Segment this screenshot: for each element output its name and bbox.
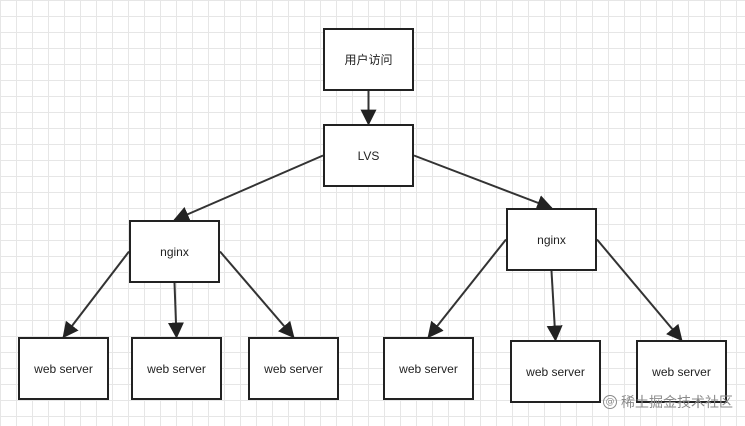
watermark-text: 稀土掘金技术社区 xyxy=(621,395,733,411)
node-web-server-right-3[interactable]: web server xyxy=(636,340,727,403)
edge-nginx_left-to-web_left_3 xyxy=(219,250,295,339)
node-nginx-right[interactable]: nginx xyxy=(506,208,597,271)
node-web-server-left-1[interactable]: web server xyxy=(18,337,109,400)
node-web-server-left-3[interactable]: web server xyxy=(248,337,339,400)
edge-lvs-to-nginx_right xyxy=(413,154,553,211)
node-web-server-right-1[interactable]: web server xyxy=(383,337,474,400)
node-web-server-right-2[interactable]: web server xyxy=(510,340,601,403)
node-user-access[interactable]: 用户访问 xyxy=(323,28,414,91)
node-lvs[interactable]: LVS xyxy=(323,124,414,187)
at-icon: @ xyxy=(603,395,617,409)
edge-lvs-to-nginx_left xyxy=(173,154,324,222)
node-web-server-left-2[interactable]: web server xyxy=(131,337,222,400)
edge-nginx_right-to-web_right_1 xyxy=(427,238,507,339)
edge-nginx_left-to-web_left_1 xyxy=(62,250,130,339)
edge-nginx_left-to-web_left_2 xyxy=(167,282,184,339)
edge-nginx_right-to-web_right_2 xyxy=(546,270,563,342)
edge-nginx_right-to-web_right_3 xyxy=(596,238,683,342)
node-nginx-left[interactable]: nginx xyxy=(129,220,220,283)
watermark: @ 稀土掘金技术社区 xyxy=(603,392,733,412)
